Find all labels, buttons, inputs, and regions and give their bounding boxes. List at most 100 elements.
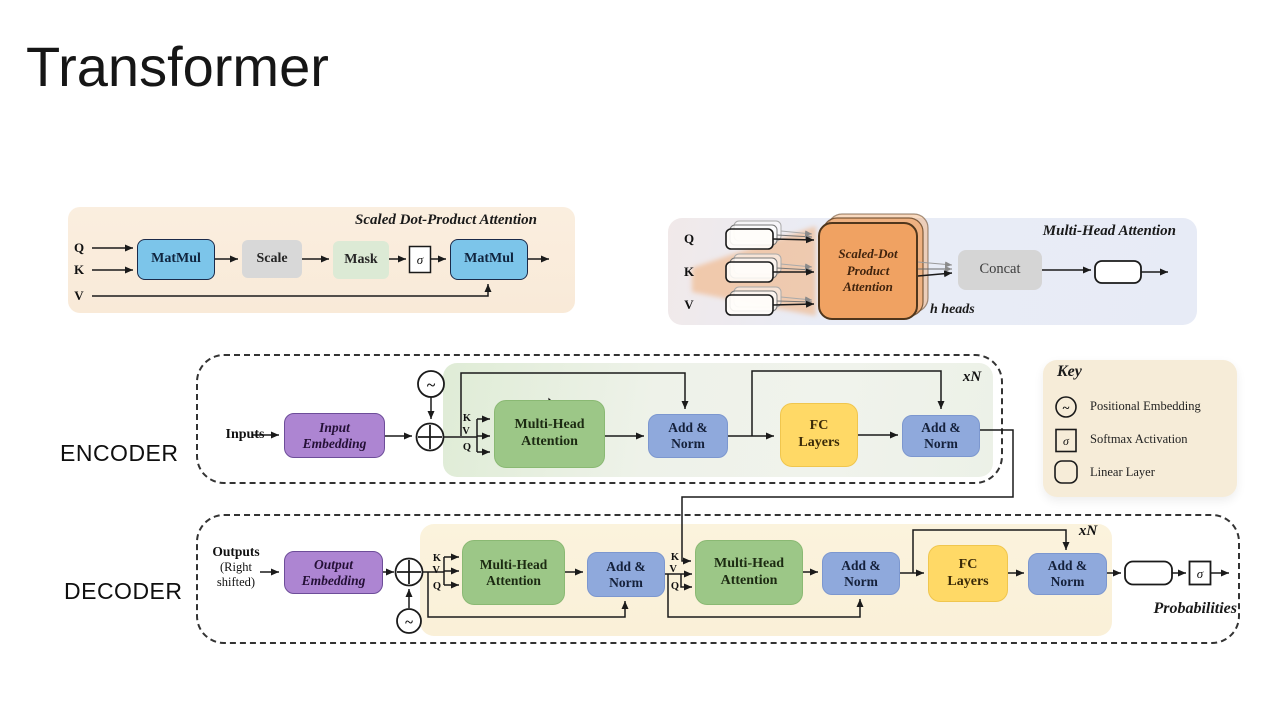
decoder-dashed-border bbox=[196, 514, 1240, 644]
outputs-line2: (Right bbox=[220, 560, 252, 575]
concat-label: Concat bbox=[979, 261, 1021, 278]
mha-k-label: K bbox=[684, 264, 695, 279]
encoder-multi-head-attention-block: Multi-Head Attention bbox=[494, 400, 605, 468]
decoder-mha1-line1: Multi-Head bbox=[479, 556, 548, 572]
decoder-multi-head-attention1-block: Multi-Head Attention bbox=[462, 540, 565, 605]
concat-block: Concat bbox=[958, 250, 1042, 290]
decoder-k1-label: K bbox=[433, 553, 442, 564]
output-embedding-block: Output Embedding bbox=[284, 551, 383, 594]
encoder-side-label: ENCODER bbox=[60, 440, 179, 466]
mask-block: Mask bbox=[333, 241, 389, 279]
encoder-fc-line1: FC bbox=[809, 418, 829, 434]
encoder-fc-line2: Layers bbox=[798, 435, 840, 450]
scale-block: Scale bbox=[242, 240, 302, 278]
decoder-add-node bbox=[394, 557, 424, 587]
mha-head-arrows bbox=[772, 230, 815, 308]
output-embedding-line2: Embedding bbox=[301, 572, 366, 588]
input-embedding-block: Input Embedding bbox=[284, 413, 385, 458]
sdpa-title: Scaled Dot-Product Attention bbox=[355, 212, 537, 228]
encoder-kvq-labels: K V Q bbox=[462, 413, 472, 453]
input-embedding-line2: Embedding bbox=[302, 435, 367, 451]
decoder-addnorm2-line1: Add & bbox=[841, 557, 881, 573]
decoder-kvq2-labels: K V Q bbox=[669, 552, 679, 592]
decoder-fc-line1: FC bbox=[958, 556, 978, 572]
decoder-output-nodes: σ bbox=[1124, 560, 1212, 586]
outputs-label: Outputs (Right shifted) bbox=[198, 544, 274, 590]
key-sigma-glyph: σ bbox=[1063, 434, 1070, 448]
sigma-icon: σ bbox=[417, 252, 424, 267]
encoder-mha-line1: Multi-Head bbox=[514, 417, 585, 433]
sdpa-block-line1: Scaled-Dot bbox=[838, 245, 898, 261]
encoder-positional-embedding-node: ~ bbox=[417, 370, 445, 398]
h-heads-label: h heads bbox=[930, 302, 975, 317]
decoder-softmax-icon bbox=[1188, 560, 1212, 586]
decoder-v2-label: V bbox=[669, 564, 677, 575]
page-title: Transformer bbox=[26, 35, 329, 98]
encoder-dashed-border bbox=[196, 354, 1003, 484]
sdpa-wiring bbox=[92, 244, 549, 297]
linear-layer-icon bbox=[1054, 460, 1078, 484]
decoder-mha2-line1: Multi-Head bbox=[714, 555, 784, 571]
decoder-addnorm1-block: Add & Norm bbox=[587, 552, 665, 597]
decoder-kvq1-labels: K V Q bbox=[432, 553, 441, 592]
mha-v-label: V bbox=[684, 297, 694, 312]
key-title: Key bbox=[1057, 363, 1082, 380]
encoder-wiring bbox=[252, 370, 1014, 565]
scaled-dot-product-attention-block: Scaled-Dot Product Attention bbox=[818, 222, 918, 320]
decoder-k2-label: K bbox=[671, 552, 680, 563]
decoder-addnorm2-block: Add & Norm bbox=[822, 552, 900, 595]
decoder-sigma-glyph: σ bbox=[1197, 566, 1204, 581]
decoder-addnorm3-block: Add & Norm bbox=[1028, 553, 1107, 595]
matmul-label: MatMul bbox=[151, 251, 201, 267]
decoder-mha1-line2: Attention bbox=[486, 572, 541, 588]
encoder-addnorm2-line2: Norm bbox=[924, 436, 958, 451]
decoder-side-label: DECODER bbox=[64, 578, 183, 604]
mask-label: Mask bbox=[344, 251, 378, 267]
decoder-addnorm3-line1: Add & bbox=[1047, 558, 1088, 574]
decoder-xn-label: xN bbox=[1078, 523, 1099, 539]
encoder-addnorm1-block: Add & Norm bbox=[648, 414, 728, 458]
softmax-icon bbox=[1055, 428, 1077, 453]
decoder-fc-layers-block: FC Layers bbox=[928, 545, 1008, 602]
positional-embedding-icon bbox=[1055, 396, 1077, 418]
tilde-icon: ~ bbox=[405, 615, 413, 631]
key-item-linear-layer: Linear Layer bbox=[1090, 465, 1155, 479]
decoder-linear-layer-icon bbox=[1124, 560, 1173, 586]
tilde-icon: ~ bbox=[427, 377, 436, 394]
scale-label: Scale bbox=[256, 250, 288, 266]
encoder-xn-label: xN bbox=[962, 369, 983, 385]
mha-output-wiring bbox=[917, 260, 1168, 284]
sdpa-v-label: V bbox=[74, 288, 84, 303]
sdpa-k-label: K bbox=[74, 262, 85, 277]
encoder-addnorm2-line1: Add & bbox=[921, 420, 961, 436]
mha-q-k-v-labels: Q K V bbox=[684, 231, 695, 312]
decoder-v1-label: V bbox=[432, 565, 440, 576]
output-embedding-line1: Output bbox=[313, 556, 354, 572]
decoder-addnorm2-line2: Norm bbox=[844, 573, 878, 589]
key-item-softmax-activation: Softmax Activation bbox=[1090, 432, 1188, 446]
key-panel bbox=[1043, 360, 1237, 497]
sdpa-block-line2: Product bbox=[846, 262, 890, 278]
key-tilde-glyph: ~ bbox=[1063, 400, 1070, 415]
sdpa-softmax-node: σ bbox=[408, 245, 432, 274]
sdpa-q-k-v-labels: Q K V bbox=[74, 240, 85, 303]
decoder-positional-embedding-node: ~ bbox=[396, 608, 422, 634]
probabilities-label: Probabilities bbox=[1153, 600, 1237, 617]
k-linear-stack-icon bbox=[725, 253, 782, 283]
mha-stacked-linear-layers bbox=[725, 220, 782, 316]
decoder-wiring bbox=[260, 529, 1229, 618]
sdpa-q-label: Q bbox=[74, 240, 84, 255]
v-linear-stack-icon bbox=[725, 286, 782, 316]
mha-title: Multi-Head Attention bbox=[1042, 223, 1176, 239]
input-embedding-line1: Input bbox=[319, 419, 350, 435]
encoder-addnorm1-line2: Norm bbox=[671, 436, 705, 451]
encoder-mha-line2: Attention bbox=[521, 434, 578, 449]
encoder-addnorm2-block: Add & Norm bbox=[902, 415, 980, 457]
matmul-block-2: MatMul bbox=[450, 239, 528, 280]
sdpa-block-line3: Attention bbox=[843, 279, 893, 295]
q-linear-stack-icon bbox=[725, 220, 782, 250]
decoder-addnorm3-line2: Norm bbox=[1050, 574, 1085, 589]
key-item-positional-embedding: Positional Embedding bbox=[1090, 399, 1201, 413]
encoder-addnorm1-line1: Add & bbox=[668, 420, 708, 436]
decoder-addnorm1-line2: Norm bbox=[609, 574, 643, 590]
